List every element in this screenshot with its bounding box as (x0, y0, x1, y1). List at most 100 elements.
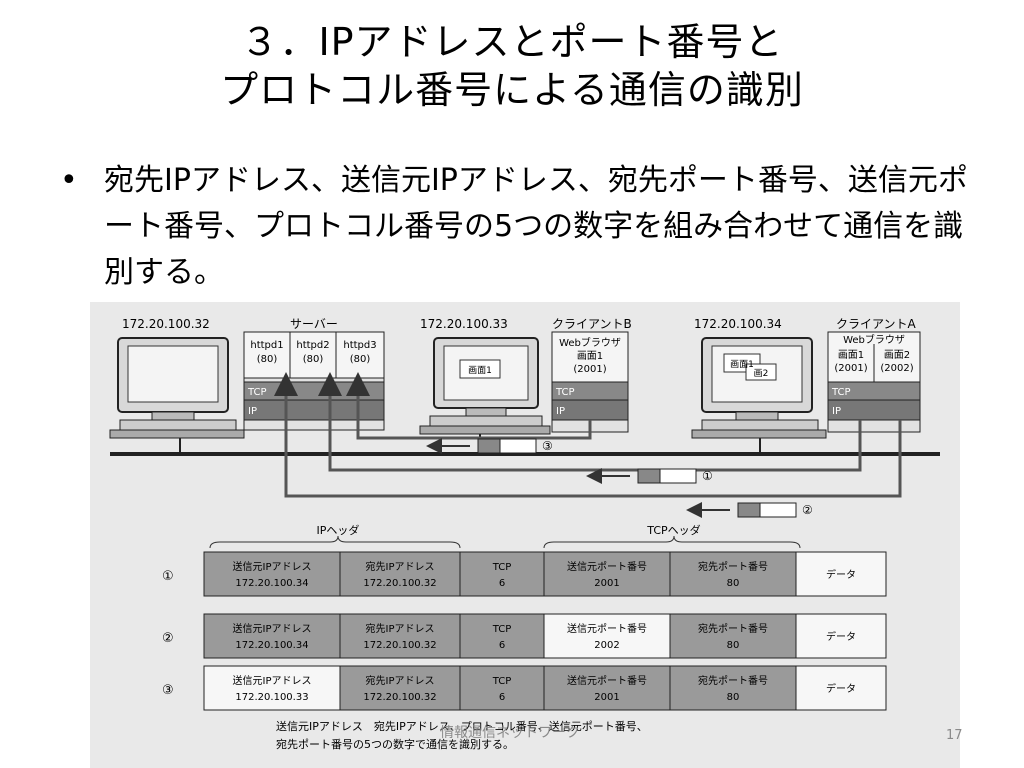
client-b-ip-label: IP (556, 406, 565, 417)
slide-title: ３．IPアドレスとポート番号と プロトコル番号による通信の識別 (0, 18, 1024, 114)
server-monitor-icon (109, 337, 245, 439)
client-b-screen-label: 画面1 (468, 365, 492, 376)
client-a-ip: 172.20.100.34 (694, 317, 782, 331)
title-line-2: プロトコル番号による通信の識別 (220, 68, 804, 112)
packet-1-mark: ① (702, 469, 713, 483)
packet-row-3: ③ 送信元IPアドレス 172.20.100.33 宛先IPアドレス 172.2… (162, 665, 887, 711)
row-1-src-ip-label: 送信元IPアドレス (233, 560, 312, 573)
row-1-proto-label: TCP (492, 562, 512, 573)
row-1-proto: 6 (499, 578, 505, 589)
packet-row-2: ② 送信元IPアドレス 172.20.100.34 宛先IPアドレス 172.2… (162, 613, 887, 659)
server-ip-label: IP (248, 406, 257, 417)
row-1-src-port-label: 送信元ポート番号 (567, 560, 647, 573)
packet-2-mark: ② (802, 503, 813, 517)
client-b-app-line3: (2001) (573, 364, 606, 375)
row-3-mark: ③ (162, 683, 174, 698)
row-2-src-port: 2002 (594, 640, 619, 651)
figure-caption-line2: 宛先ポート番号の5つの数字で通信を識別する。 (276, 737, 514, 751)
server-label: サーバー (290, 317, 338, 331)
client-b-tcp-label: TCP (555, 387, 575, 398)
client-a-app-title: Webブラウザ (843, 333, 905, 346)
row-1-dst-ip-label: 宛先IPアドレス (366, 560, 435, 573)
row-3-src-port-label: 送信元ポート番号 (567, 674, 647, 687)
row-3-dst-ip: 172.20.100.32 (363, 692, 436, 703)
client-a-tcp-label: TCP (831, 387, 851, 398)
client-b-group: 172.20.100.33 クライアントB 画面1 Webブラウザ 画面1 (2… (419, 317, 632, 435)
httpd2-port: (80) (303, 354, 324, 365)
packet-row-1: ① 送信元IPアドレス 172.20.100.34 宛先IPアドレス 172.2… (162, 551, 887, 597)
flow-line-3 (346, 372, 592, 440)
httpd3-name: httpd3 (343, 340, 376, 351)
client-a-screen2-label: 画2 (754, 368, 769, 379)
client-b-monitor-icon (419, 337, 551, 435)
client-a-label: クライアントA (836, 317, 917, 331)
client-a-group: 172.20.100.34 クライアントA 画面1 画2 Webブラウザ 画面1… (691, 317, 921, 439)
row-3-src-ip-label: 送信元IPアドレス (233, 674, 312, 687)
client-a-app2-line2: (2002) (880, 363, 913, 374)
row-1-dst-ip: 172.20.100.32 (363, 578, 436, 589)
row-2-src-port-label: 送信元ポート番号 (567, 622, 647, 635)
client-a-app1-line1: 画面1 (838, 350, 864, 361)
row-2-dst-ip: 172.20.100.32 (363, 640, 436, 651)
client-b-ip: 172.20.100.33 (420, 317, 508, 331)
client-a-screen1-label: 画面1 (730, 359, 754, 370)
flow-line-2 (274, 372, 902, 498)
row-2-mark: ② (162, 631, 174, 646)
httpd2-name: httpd2 (296, 340, 329, 351)
packet-3: ③ (426, 438, 553, 454)
row-1-dst-port: 80 (727, 578, 740, 589)
server-ip-layer (243, 399, 385, 421)
row-2-dst-port-label: 宛先ポート番号 (698, 622, 768, 635)
packet-1: ① (586, 468, 713, 484)
client-a-monitor-icon (691, 337, 827, 439)
row-2-dst-ip-label: 宛先IPアドレス (366, 622, 435, 635)
footer-text: 情報通信ネットワーク (440, 725, 580, 741)
packet-3-mark: ③ (542, 439, 553, 453)
tcp-header-label: TCPヘッダ (646, 523, 700, 537)
row-3-dst-port-label: 宛先ポート番号 (698, 674, 768, 687)
row-3-data: データ (826, 682, 856, 695)
row-3-proto-label: TCP (492, 676, 512, 687)
server-group: 172.20.100.32 サーバー httpd1 (80) httpd2 (8… (109, 317, 385, 439)
client-a-app1-line2: (2001) (834, 363, 867, 374)
client-a-ip-layer (827, 399, 921, 421)
title-line-1: ３．IPアドレスとポート番号と (240, 20, 784, 64)
page-number: 17 (946, 728, 963, 743)
row-3-src-port: 2001 (594, 692, 619, 703)
client-b-label: クライアントB (552, 317, 632, 331)
row-2-data: データ (826, 630, 856, 643)
row-1-src-ip: 172.20.100.34 (235, 578, 308, 589)
client-b-app-line1: Webブラウザ (559, 336, 621, 349)
network-figure: 172.20.100.32 サーバー httpd1 (80) httpd2 (8… (90, 302, 960, 768)
client-b-app-line2: 画面1 (577, 351, 603, 362)
httpd1-name: httpd1 (250, 340, 283, 351)
row-2-proto: 6 (499, 640, 505, 651)
bullet-text: 宛先IPアドレス、送信元IPアドレス、宛先ポート番号、送信元ポート番号、プロトコ… (104, 163, 968, 290)
ip-header-label: IPヘッダ (317, 523, 360, 537)
row-2-proto-label: TCP (492, 624, 512, 635)
client-a-ip-label: IP (832, 406, 841, 417)
httpd1-port: (80) (257, 354, 278, 365)
httpd2-box (289, 331, 337, 379)
row-3-proto: 6 (499, 692, 505, 703)
row-3-dst-port: 80 (727, 692, 740, 703)
row-2-src-ip: 172.20.100.34 (235, 640, 308, 651)
figure-caption-line1: 送信元IPアドレス 宛先IPアドレス、プロトコル番号、送信元ポート番号、 (276, 719, 648, 733)
row-3-dst-ip-label: 宛先IPアドレス (366, 674, 435, 687)
server-ip: 172.20.100.32 (122, 317, 210, 331)
row-3-src-ip: 172.20.100.33 (235, 692, 308, 703)
server-tcp-label: TCP (247, 387, 267, 398)
bullet-marker: • (60, 163, 78, 198)
httpd3-box (335, 331, 385, 379)
row-1-mark: ① (162, 569, 174, 584)
httpd3-port: (80) (350, 354, 371, 365)
row-2-dst-port: 80 (727, 640, 740, 651)
network-diagram: 172.20.100.32 サーバー httpd1 (80) httpd2 (8… (109, 317, 940, 751)
row-1-dst-port-label: 宛先ポート番号 (698, 560, 768, 573)
row-2-src-ip-label: 送信元IPアドレス (233, 622, 312, 635)
row-1-src-port: 2001 (594, 578, 619, 589)
client-a-app2-line1: 画面2 (884, 350, 910, 361)
client-b-browser-box (551, 331, 629, 383)
packet-2: ② (686, 502, 813, 518)
row-1-data: データ (826, 568, 856, 581)
